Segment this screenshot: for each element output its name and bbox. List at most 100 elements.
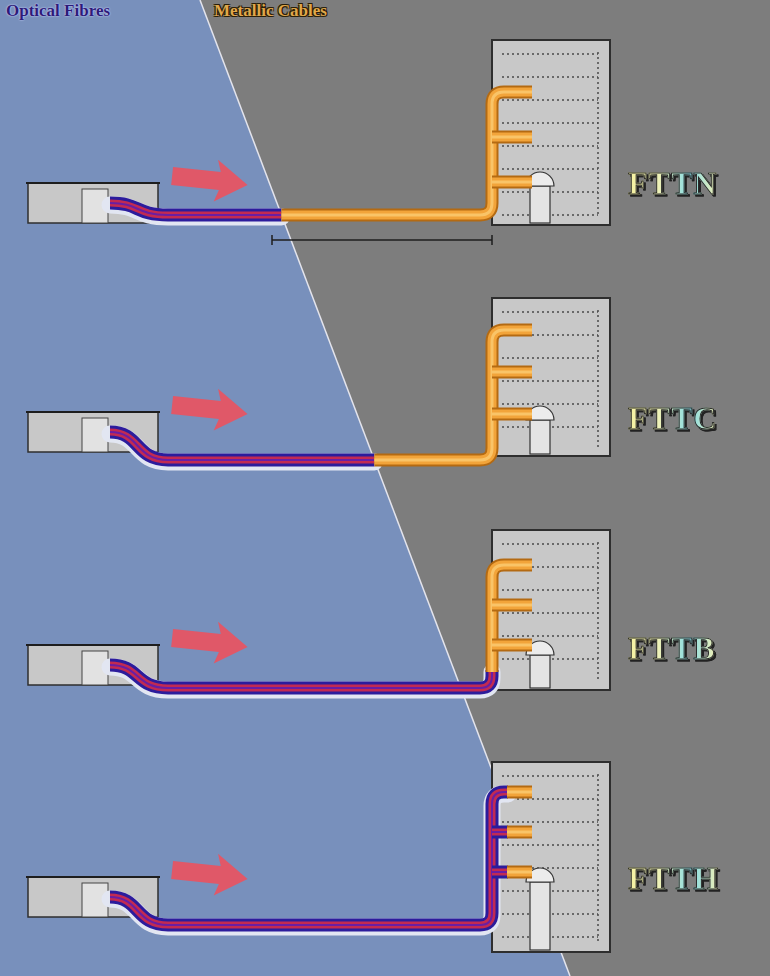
floor-dots: [502, 380, 598, 382]
building: [492, 762, 610, 952]
fibre-cable: [110, 432, 374, 460]
exchange-roof: [26, 876, 160, 878]
copper-cable: [492, 565, 532, 672]
exchange-roof: [26, 182, 160, 184]
copper-cable: [374, 330, 532, 460]
copper-cable: [507, 826, 532, 839]
copper-cable: [492, 133, 532, 142]
region-heading: Metallic Cables: [214, 2, 327, 21]
floor-dots: [502, 844, 598, 846]
copper-cable: [492, 599, 532, 612]
copper-cable: [492, 176, 532, 189]
terminal-box: [530, 186, 550, 223]
bracket-tick: [271, 235, 273, 245]
wall-dots: [597, 310, 599, 448]
fibre-cable: [110, 792, 508, 925]
fibre-cable: [110, 203, 282, 215]
terminal-box: [530, 655, 550, 688]
copper-cable: [492, 181, 532, 184]
floor-dots: [502, 403, 598, 405]
direction-arrow: [170, 849, 250, 899]
floor-dots: [502, 76, 598, 78]
copper-cable: [507, 791, 532, 794]
fibre-cable: [492, 869, 508, 876]
fibre-cable: [110, 203, 282, 215]
row: [26, 762, 610, 952]
fibre-cable: [492, 826, 508, 839]
fibre-halo: [110, 794, 508, 927]
length-bracket: [272, 235, 492, 245]
exchange-roof: [26, 644, 160, 646]
copper-cable: [507, 828, 532, 837]
exchange-roof: [26, 411, 160, 413]
copper-cable: [492, 408, 532, 421]
copper-cable: [374, 330, 532, 460]
copper-cable: [282, 92, 532, 215]
fibre-cable: [492, 871, 508, 873]
fibre-cable: [492, 866, 508, 879]
copper-cable: [492, 565, 532, 672]
terminal-box: [530, 420, 550, 454]
bracket-line: [272, 239, 492, 241]
scheme-label: FTTH: [628, 861, 719, 896]
fibre-cable: [492, 831, 508, 833]
fibre-cable: [110, 792, 508, 925]
floor-dots: [502, 311, 598, 313]
terminal-box: [530, 882, 550, 950]
floor-dots: [502, 168, 598, 170]
copper-cable: [492, 639, 532, 652]
building: [492, 298, 610, 456]
scheme-label: FTTC: [628, 401, 717, 436]
fibre-cable: [110, 665, 492, 688]
fibre-cable: [110, 432, 374, 460]
copper-cable: [507, 871, 532, 874]
floor-dots: [502, 145, 598, 147]
copper-cable: [282, 92, 532, 215]
copper-cable: [492, 565, 532, 672]
row: [26, 298, 610, 462]
copper-cable: [492, 178, 532, 187]
copper-cable: [507, 868, 532, 877]
floor-dots: [502, 122, 598, 124]
rows: [26, 40, 610, 952]
floor-dots: [502, 53, 598, 55]
floor-dots: [502, 99, 598, 101]
building: [492, 530, 610, 690]
copper-cable: [507, 866, 532, 879]
row: [26, 40, 610, 225]
floor-dots: [502, 635, 598, 637]
copper-cable: [507, 831, 532, 834]
fibre-cable: [110, 665, 492, 688]
copper-cable: [492, 601, 532, 610]
copper-cable: [282, 92, 532, 215]
copper-cable: [492, 644, 532, 647]
building: [492, 40, 610, 225]
direction-arrow: [170, 617, 250, 667]
copper-cable: [492, 136, 532, 139]
copper-cable: [492, 413, 532, 416]
row: [26, 530, 610, 690]
region-heading: Optical Fibres: [6, 2, 110, 21]
floor-dots: [502, 775, 598, 777]
copper-cable: [492, 410, 532, 419]
floor-dots: [502, 543, 598, 545]
copper-cable: [492, 641, 532, 650]
direction-arrow: [170, 155, 250, 205]
copper-cable: [492, 131, 532, 144]
fibre-cable: [110, 203, 282, 215]
floor-dots: [502, 357, 598, 359]
direction-arrow: [170, 384, 250, 434]
fibre-cable: [110, 432, 374, 460]
wall-dots: [597, 52, 599, 217]
wall-dots: [597, 542, 599, 682]
copper-cable: [492, 371, 532, 374]
scheme-label: FTTB: [628, 631, 716, 666]
fibre-cable: [492, 829, 508, 836]
scheme-label: FTTN: [628, 166, 717, 201]
floor-dots: [502, 589, 598, 591]
floor-dots: [502, 821, 598, 823]
floor-dots: [502, 612, 598, 614]
copper-cable: [492, 368, 532, 377]
